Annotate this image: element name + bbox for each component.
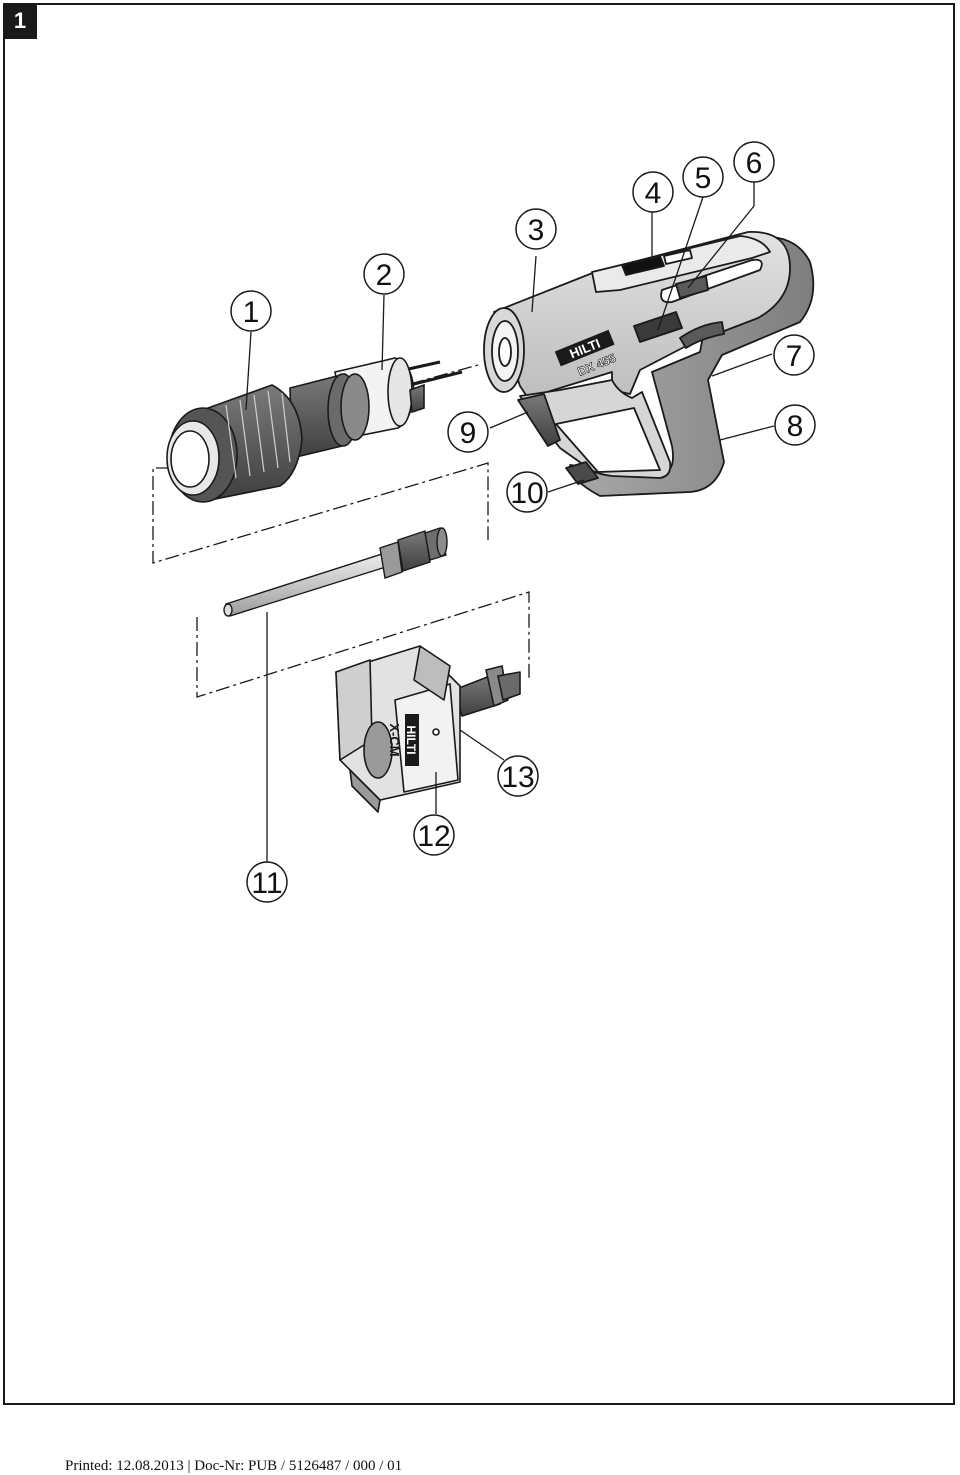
exploded-view-drawing: HILTI DX 455 HILTI X-CM — [152, 141, 816, 903]
callout-10: 10 — [506, 471, 548, 513]
callout-13-label: 13 — [501, 761, 534, 794]
callout-4: 4 — [632, 171, 674, 213]
print-footer: Printed: 12.08.2013 | Doc-Nr: PUB / 5126… — [65, 1458, 403, 1474]
callout-6: 6 — [733, 141, 775, 183]
callout-4-label: 4 — [645, 177, 662, 210]
callout-12: 12 — [413, 814, 455, 856]
piston-guide-assembly — [166, 357, 463, 503]
callout-8: 8 — [774, 404, 816, 446]
callout-3: 3 — [515, 208, 557, 250]
callout-9: 9 — [447, 411, 489, 453]
callout-13: 13 — [497, 755, 539, 797]
figure-number-badge: 1 — [3, 3, 37, 39]
guide-brand-text: HILTI — [404, 725, 418, 754]
callout-1: 1 — [230, 290, 272, 332]
callout-7-label: 7 — [786, 340, 803, 373]
callout-7: 7 — [773, 334, 815, 376]
callout-5: 5 — [682, 156, 724, 198]
callout-12-label: 12 — [417, 820, 450, 853]
callout-1-label: 1 — [243, 296, 260, 329]
guide-branding: HILTI X-CM — [387, 714, 419, 766]
callout-8-label: 8 — [787, 410, 804, 443]
callout-2-label: 2 — [376, 259, 393, 292]
tool-branding: HILTI DX 455 — [554, 329, 619, 379]
page-frame — [3, 3, 955, 1405]
callout-5-label: 5 — [695, 162, 712, 195]
tool-body — [483, 231, 815, 497]
callout-11: 11 — [246, 861, 288, 903]
guide-model-text: X-CM — [387, 723, 402, 756]
callout-9-label: 9 — [460, 417, 477, 450]
callout-3-label: 3 — [528, 214, 545, 247]
callout-11-label: 11 — [251, 867, 282, 900]
callout-markers: 1 2 3 4 5 6 7 8 — [230, 141, 816, 903]
fastening-guide — [335, 645, 521, 813]
callout-10-label: 10 — [510, 477, 543, 510]
piston — [223, 527, 448, 617]
callout-2: 2 — [363, 253, 405, 295]
callout-6-label: 6 — [746, 147, 763, 180]
callout-leaders — [245, 182, 775, 862]
